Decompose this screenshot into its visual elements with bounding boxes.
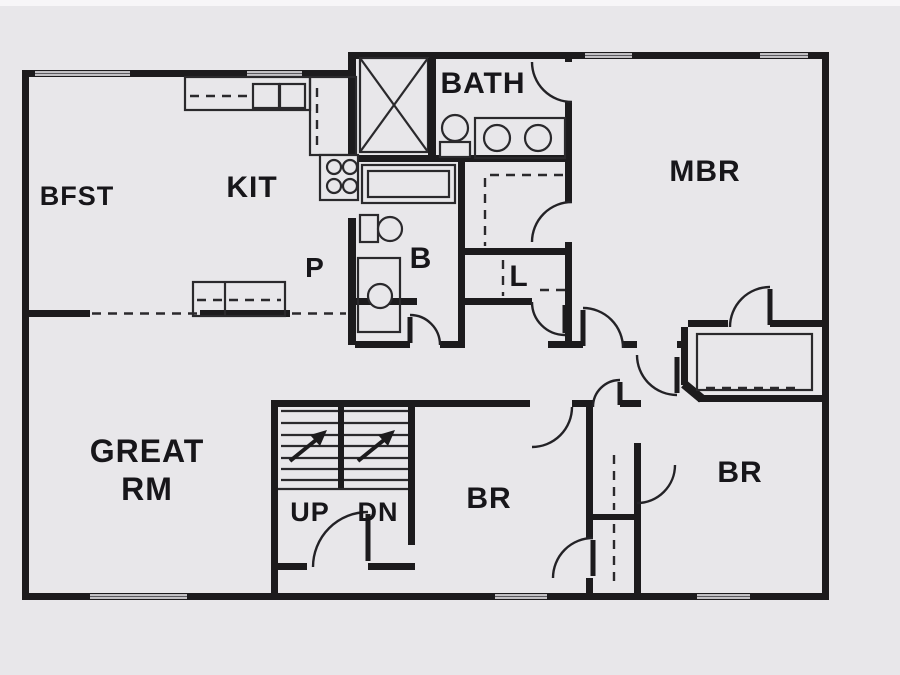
room-label-bath: BATH xyxy=(440,67,525,100)
toilet-symbol xyxy=(438,113,472,159)
master-bath-fixtures xyxy=(358,56,567,160)
doors xyxy=(311,61,773,579)
room-label-great-room-line1: GREAT xyxy=(90,433,205,469)
double-vanity-symbol xyxy=(473,116,567,160)
stove-symbol xyxy=(318,153,360,202)
window xyxy=(35,71,130,76)
stairs-down-label: DN xyxy=(358,497,399,527)
room-label-master-bedroom: MBR xyxy=(669,155,740,188)
door-arc xyxy=(591,378,623,408)
bathtub-symbol xyxy=(360,163,457,205)
windows xyxy=(35,53,808,599)
room-label-pantry: P xyxy=(305,252,325,283)
room-label-breakfast: BFST xyxy=(40,181,115,211)
scan-artifact-strip xyxy=(0,0,900,6)
window xyxy=(90,594,187,599)
door-arc xyxy=(728,285,773,328)
door-arc xyxy=(580,306,625,349)
walk-in-closet-shelves xyxy=(695,332,814,392)
room-label-linen-closet: L xyxy=(509,260,528,293)
door-arc xyxy=(407,313,442,346)
door-arc xyxy=(530,61,573,104)
vanity-sink-symbol xyxy=(356,256,402,334)
stair-direction-arrow-icon xyxy=(288,430,327,463)
door-arc xyxy=(551,536,596,579)
room-label-bedroom-right: BR xyxy=(717,456,762,489)
stairs-up-label: UP xyxy=(290,497,330,527)
room-label-hall-bath: B xyxy=(410,242,433,275)
door-arc xyxy=(634,464,677,505)
stair-direction-arrow-icon xyxy=(356,430,395,463)
room-label-bedroom-center: BR xyxy=(466,482,511,515)
stair-treads-up xyxy=(281,409,338,482)
interior-walls xyxy=(22,52,829,600)
window xyxy=(585,53,632,58)
room-label-great-room-line2: RM xyxy=(121,471,173,507)
window xyxy=(760,53,808,58)
window xyxy=(247,71,302,76)
stair-treads-down xyxy=(344,409,408,482)
kitchen-sink-symbol xyxy=(251,82,307,110)
hall-bath-fixtures xyxy=(356,163,457,334)
window xyxy=(697,594,750,599)
door-arc xyxy=(531,406,574,449)
shower-symbol xyxy=(358,56,430,154)
door-arc xyxy=(530,301,568,337)
counter-peninsula xyxy=(191,280,287,318)
door-arc xyxy=(530,200,573,243)
staircase xyxy=(278,409,408,491)
room-labels: BFST KIT BATH MBR P B L GREAT RM UP DN B… xyxy=(40,67,762,527)
door-arc xyxy=(311,510,371,568)
door-arc xyxy=(635,354,680,397)
window xyxy=(495,594,547,599)
kitchen-fixtures xyxy=(183,75,360,318)
closet-rod-dashes xyxy=(483,173,814,586)
toilet-symbol xyxy=(358,213,404,244)
room-label-kitchen: KIT xyxy=(226,171,277,204)
